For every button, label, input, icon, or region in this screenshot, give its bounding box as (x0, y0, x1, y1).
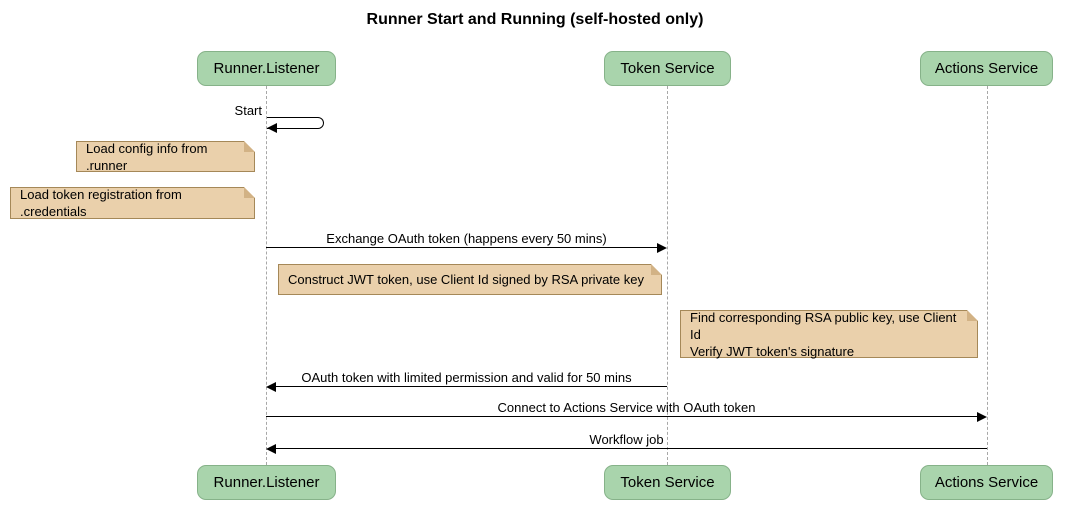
participant-actions-service-top: Actions Service (920, 51, 1053, 86)
note-load-config: Load config info from .runner (76, 140, 255, 173)
note-verify-jwt: Find corresponding RSA public key, use C… (680, 309, 978, 359)
message-oauth-return-line (271, 386, 667, 387)
participant-label: Actions Service (934, 474, 1039, 491)
lifeline-actions-service (987, 86, 988, 465)
message-connect-label: Connect to Actions Service with OAuth to… (497, 400, 756, 415)
arrowhead-left-icon (267, 123, 277, 133)
participant-runner-listener-bottom: Runner.Listener (197, 465, 336, 500)
participant-label: Runner.Listener (213, 474, 320, 491)
message-workflow-job-label: Workflow job (589, 432, 664, 447)
arrowhead-left-icon (266, 382, 276, 392)
lifeline-runner-listener (266, 86, 267, 465)
message-start-self-loop (267, 117, 324, 129)
lifeline-token-service (667, 86, 668, 465)
message-oauth-return-label: OAuth token with limited permission and … (301, 370, 632, 385)
note-text: Load token registration from .credential… (20, 187, 182, 219)
message-start-label: Start (234, 103, 262, 118)
note-text-line2: Verify JWT token's signature (690, 343, 855, 359)
message-workflow-job-line (271, 448, 987, 449)
arrowhead-right-icon (977, 412, 987, 422)
participant-actions-service-bottom: Actions Service (920, 465, 1053, 500)
participant-label: Token Service (620, 474, 715, 491)
message-exchange-oauth-line (266, 247, 662, 248)
participant-runner-listener-top: Runner.Listener (197, 51, 336, 86)
note-text: Load config info from .runner (86, 140, 208, 173)
diagram-title: Runner Start and Running (self-hosted on… (366, 11, 704, 28)
note-text-line1: Find corresponding RSA public key, use C… (690, 309, 957, 342)
message-exchange-oauth-label: Exchange OAuth token (happens every 50 m… (326, 231, 607, 246)
message-connect-line (266, 416, 982, 417)
note-load-token-registration: Load token registration from .credential… (10, 187, 255, 219)
participant-label: Runner.Listener (213, 60, 320, 77)
note-construct-jwt: Construct JWT token, use Client Id signe… (278, 264, 662, 295)
note-text: Construct JWT token, use Client Id signe… (288, 272, 644, 287)
arrowhead-left-icon (266, 444, 276, 454)
participant-token-service-bottom: Token Service (604, 465, 731, 500)
participant-label: Token Service (620, 60, 715, 77)
arrowhead-right-icon (657, 243, 667, 253)
participant-label: Actions Service (934, 60, 1039, 77)
participant-token-service-top: Token Service (604, 51, 731, 86)
